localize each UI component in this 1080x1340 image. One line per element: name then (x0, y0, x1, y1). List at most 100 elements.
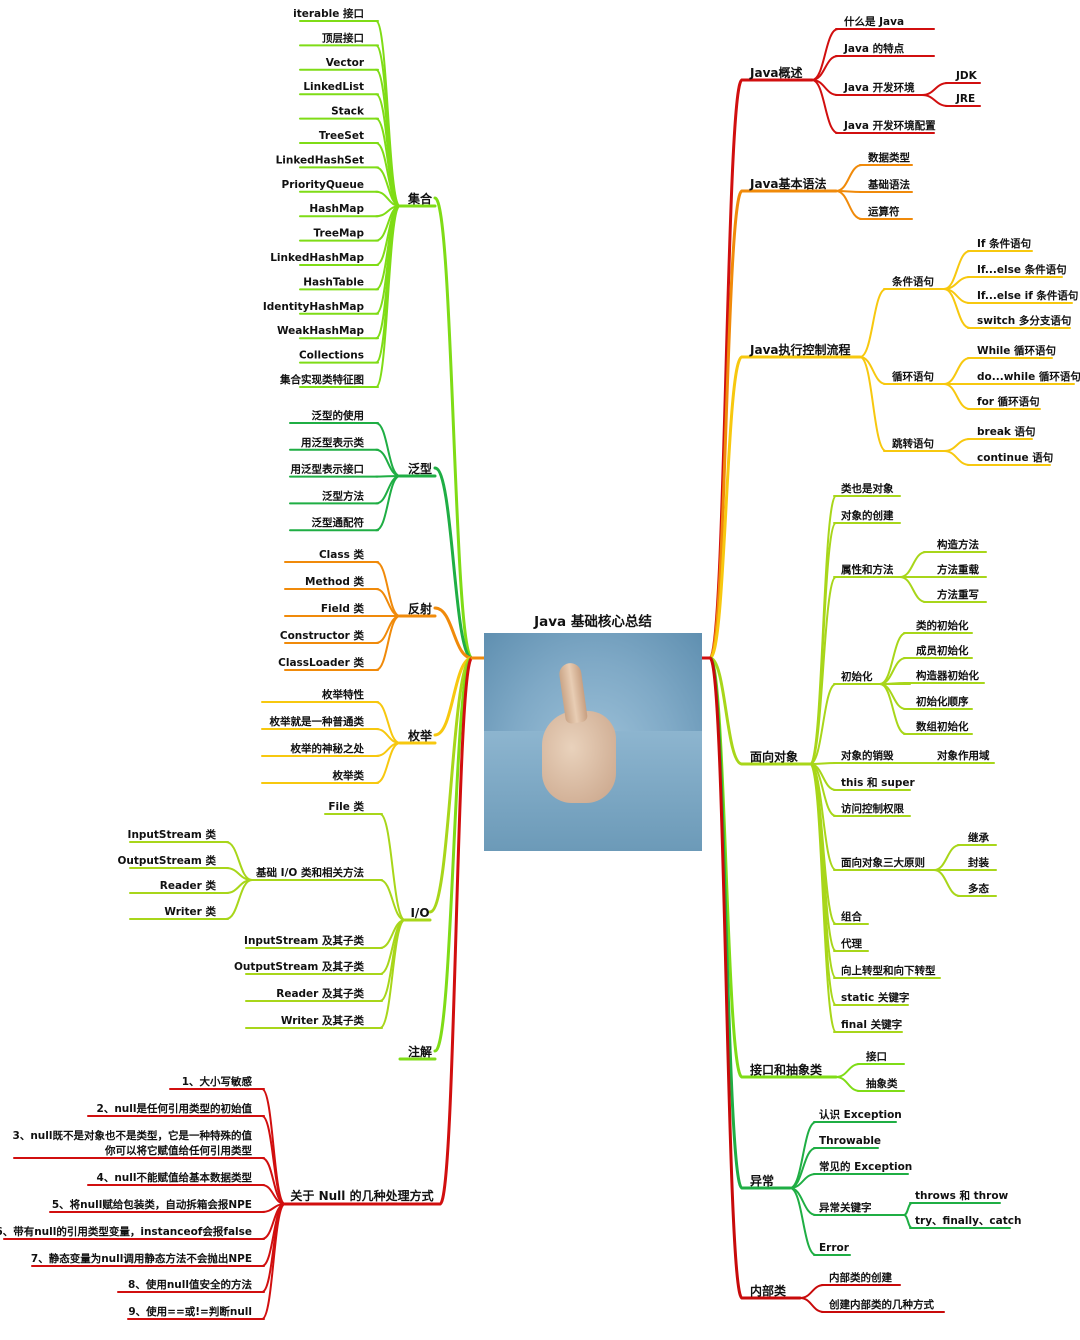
sub-leaf-label: 对象作用域 (937, 749, 990, 762)
leaf-link (859, 356, 887, 452)
leaf-link (379, 919, 406, 1029)
leaf-label: static 关键字 (841, 991, 909, 1004)
sub-leaf-link (225, 879, 253, 920)
sub-leaf-label: Reader 类 (160, 879, 217, 892)
sub-leaf-label: break 语句 (977, 425, 1036, 438)
sub-leaf-link (921, 82, 949, 96)
leaf-label: 内部类的创建 (829, 1271, 892, 1284)
leaf-label: LinkedHashMap (270, 252, 364, 264)
leaf-link (261, 1203, 286, 1320)
sub-leaf-label: continue 语句 (977, 451, 1053, 464)
sub-leaf-label: for 循环语句 (977, 395, 1040, 408)
leaf-link (375, 205, 401, 388)
leaf-label: Java 开发环境 (843, 81, 915, 94)
sub-leaf-label: JRE (955, 93, 975, 105)
leaf-label: 属性和方法 (840, 563, 894, 576)
branch-link-generics (433, 466, 474, 660)
branch-link-collection (433, 196, 474, 660)
leaf-label: HashTable (303, 276, 364, 288)
leaf-label: 基础 I/O 类和相关方法 (255, 866, 364, 879)
leaf-label: 用泛型表示类 (300, 436, 364, 449)
leaf-label: Field 类 (321, 602, 365, 615)
branch-link-io (428, 656, 474, 914)
leaf-link (809, 763, 837, 1033)
sub-leaf-label: 初始化顺序 (916, 695, 969, 708)
branch-label-io: I/O (410, 906, 429, 920)
leaf-link (835, 1063, 861, 1078)
leaf-label: final 关键字 (841, 1018, 902, 1031)
sub-leaf-label: 构造器初始化 (916, 669, 979, 682)
leaf-label: 泛型的使用 (312, 409, 365, 422)
sub-leaf-link (933, 844, 961, 871)
branch-label-enum: 枚举 (408, 728, 433, 743)
leaf-label: 9、使用==或!=判断null (128, 1305, 252, 1318)
sub-leaf-label: If...else 条件语句 (977, 263, 1067, 276)
leaf-label: 2、null是任何引用类型的初始值 (97, 1102, 253, 1115)
leaf-label: 条件语句 (891, 275, 934, 288)
sub-leaf-label: If 条件语句 (977, 237, 1031, 250)
branch-label-null: 关于 Null 的几种处理方式 (290, 1188, 433, 1203)
leaf-label: iterable 接口 (293, 7, 364, 20)
sub-leaf-link (943, 450, 971, 466)
thumbs-up-photo (484, 633, 702, 851)
branch-label-annotation: 注解 (408, 1044, 432, 1059)
map-title: Java 基础核心总结 (533, 613, 652, 630)
leaf-label: PriorityQueue (282, 179, 364, 191)
sub-leaf-label: Writer 类 (164, 905, 216, 918)
branch-label-oop: 面向对象 (750, 749, 798, 764)
sub-leaf-label: While 循环语句 (977, 344, 1056, 357)
leaf-label: Java 的特点 (843, 42, 905, 55)
branch-label-collection: 集合 (407, 191, 433, 206)
branch-link-control-flow (708, 355, 744, 660)
leaf-label: 泛型通配符 (312, 516, 365, 529)
leaf-label: 用泛型表示接口 (290, 463, 365, 476)
leaf-link (375, 475, 401, 532)
branch-link-null (438, 656, 474, 1206)
leaf-label: HashMap (309, 203, 364, 215)
sub-leaf-label: do...while 循环语句 (977, 370, 1080, 383)
leaf-label: Reader 及其子类 (276, 987, 364, 1000)
leaf-label: 枚举特性 (322, 688, 364, 701)
sub-leaf-label: OutputStream 类 (118, 854, 217, 867)
leaf-label: IdentityHashMap (263, 301, 365, 313)
sub-leaf-link (921, 94, 949, 107)
leaf-label: 访问控制权限 (841, 802, 904, 815)
leaf-link (811, 79, 839, 134)
leaf-label: Vector (326, 57, 365, 69)
leaf-label: 泛型方法 (322, 489, 364, 502)
leaf-link (375, 615, 401, 671)
leaf-link (789, 1121, 817, 1189)
branch-link-inner-class (708, 656, 744, 1300)
sub-leaf-label: 成员初始化 (916, 644, 969, 657)
leaf-label: Java 开发环境配置 (843, 119, 936, 132)
leaf-label: Throwable (819, 1135, 881, 1147)
leaf-label: 接口 (866, 1050, 887, 1063)
leaf-link (261, 1203, 286, 1293)
leaf-label: OutputStream 及其子类 (234, 960, 364, 973)
leaf-label: 对象的创建 (841, 509, 894, 522)
leaf-label: 枚举就是一种普通类 (270, 715, 365, 728)
leaf-label: Error (819, 1242, 850, 1254)
leaf-label: 跳转语句 (892, 437, 934, 450)
leaf-link (809, 576, 837, 765)
leaf-label: 循环语句 (892, 370, 934, 383)
leaf-label: 数据类型 (867, 151, 910, 164)
leaf-label: 基础语法 (867, 178, 910, 191)
leaf-label: Method 类 (305, 575, 364, 588)
branch-link-reflection (433, 606, 474, 660)
leaf-link (799, 1284, 825, 1299)
sub-leaf-link (899, 576, 927, 603)
sub-leaf-label: 方法重载 (937, 563, 979, 576)
branch-label-reflection: 反射 (408, 601, 432, 616)
leaf-label: InputStream 及其子类 (244, 934, 364, 947)
branch-label-overview: Java概述 (749, 65, 802, 80)
leaf-link (809, 683, 837, 765)
leaf-label: LinkedList (303, 81, 364, 93)
leaf-link (859, 288, 887, 358)
leaf-label: 类也是对象 (841, 482, 894, 495)
leaf-link (261, 1115, 286, 1205)
sub-leaf-label: 类的初始化 (916, 619, 969, 632)
leaf-label: 1、大小写敏感 (182, 1075, 253, 1088)
sub-leaf-label: 封装 (968, 856, 989, 869)
leaf-label: 代理 (840, 937, 862, 950)
